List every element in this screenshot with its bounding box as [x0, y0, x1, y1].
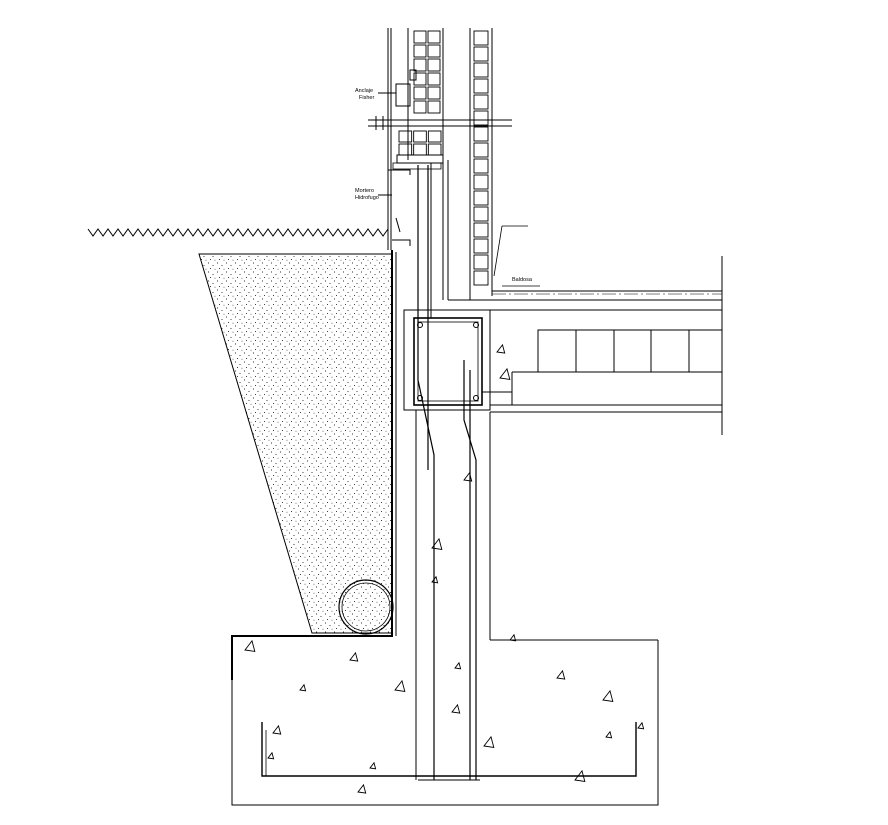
block-cell — [473, 222, 489, 238]
block-cell — [473, 78, 489, 94]
beam-rebar-cage — [413, 317, 512, 406]
ground-beam-slab — [490, 371, 722, 413]
footing — [231, 636, 659, 806]
wall-footing-cap — [392, 154, 444, 170]
block-cell — [473, 254, 489, 270]
block-cell — [413, 143, 427, 156]
aggregate-mark — [451, 703, 461, 714]
block-cell — [413, 30, 427, 44]
block-cell — [413, 58, 427, 72]
aggregate-mark — [605, 730, 613, 739]
block-cell — [398, 130, 413, 143]
aggregate-mark — [637, 721, 645, 730]
block-cell — [413, 86, 427, 100]
aggregate-mark — [431, 537, 443, 550]
label-leaders — [493, 225, 540, 287]
aggregate-mark — [556, 669, 566, 680]
fisher-anchor — [378, 69, 417, 107]
baldosa-label: Baldosa — [512, 277, 533, 283]
block-cell — [413, 100, 427, 114]
aggregate-mark — [349, 651, 359, 662]
mortero-label-line1: Mortero — [355, 188, 374, 194]
block-cell — [413, 130, 427, 143]
block-cell — [473, 110, 489, 126]
concrete-column — [415, 410, 658, 780]
aggregate-mark — [463, 471, 473, 482]
anclaje-label-line2: Fisher — [359, 95, 374, 101]
ground-line — [87, 228, 389, 237]
aggregate-mark — [454, 661, 462, 670]
floor-tiles — [537, 329, 723, 373]
block-cell — [413, 72, 427, 86]
aggregate-mark — [272, 724, 282, 735]
anclaje-label-line1: Anclaje — [355, 88, 373, 94]
mortar-detail — [378, 169, 411, 246]
mortero-label-line2: Hidrofugo — [355, 195, 379, 201]
block-cell — [473, 270, 489, 286]
block-cell — [473, 206, 489, 222]
block-cell — [398, 143, 413, 156]
concrete-aggregate — [244, 343, 645, 794]
aggregate-mark — [483, 735, 495, 748]
aggregate-mark — [357, 783, 367, 794]
outer-block-wall — [387, 28, 444, 250]
block-cell — [427, 143, 442, 156]
block-cell — [427, 130, 442, 143]
block-cell — [427, 72, 441, 86]
block-cell — [427, 30, 441, 44]
block-cell — [427, 100, 441, 114]
aggregate-mark — [394, 679, 406, 692]
block-cell — [427, 58, 441, 72]
aggregate-mark — [299, 683, 307, 692]
block-cell — [473, 158, 489, 174]
aggregate-mark — [267, 751, 275, 760]
block-cell — [473, 126, 489, 142]
aggregate-mark — [431, 575, 439, 584]
bond-band — [368, 116, 512, 130]
stem-wall — [395, 163, 444, 636]
floor-slab — [404, 256, 723, 435]
column-rebar — [417, 165, 480, 781]
block-cell — [473, 142, 489, 158]
block-cell — [427, 44, 441, 58]
aggregate-mark — [574, 769, 586, 782]
aggregate-mark — [602, 689, 614, 702]
aggregate-mark — [499, 367, 511, 380]
gravel-backfill — [198, 253, 393, 634]
aggregate-mark — [509, 633, 517, 642]
block-cell — [473, 46, 489, 62]
block-cell — [473, 190, 489, 206]
block-cell — [413, 44, 427, 58]
aggregate-mark — [496, 343, 506, 354]
aggregate-mark — [369, 761, 377, 770]
block-cell — [473, 30, 489, 46]
block-cell — [427, 86, 441, 100]
block-cell — [473, 62, 489, 78]
inner-block-wall — [447, 28, 493, 300]
block-cell — [473, 238, 489, 254]
aggregate-mark — [244, 639, 256, 652]
block-cell — [473, 174, 489, 190]
bond-beam — [403, 309, 491, 411]
block-cell — [473, 94, 489, 110]
